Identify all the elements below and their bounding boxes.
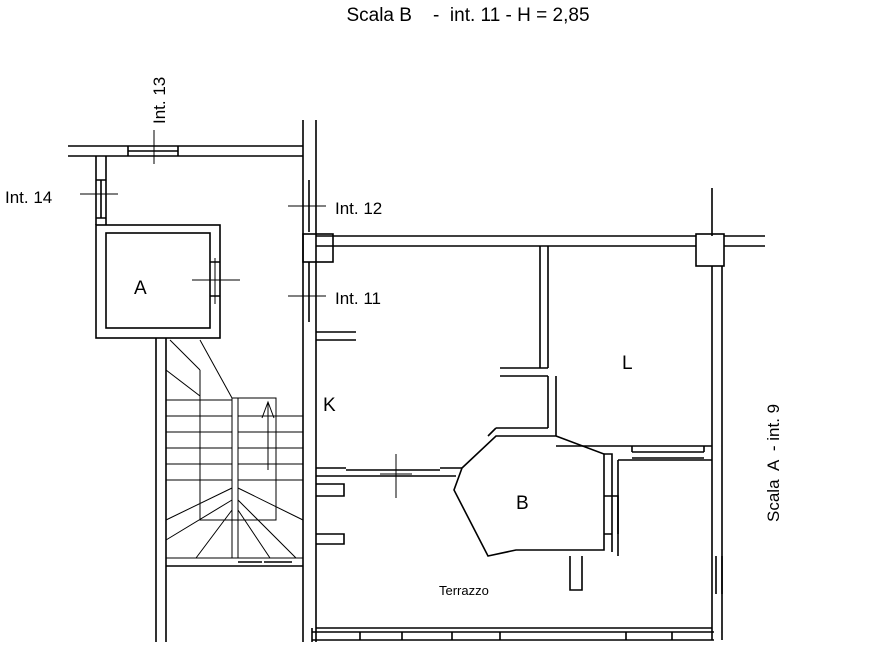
walls-left-block [68,120,317,642]
label-scala-a: Scala A - int. 9 [764,404,783,522]
label-int13: Int. 13 [150,77,169,124]
bathroom-b [453,427,712,591]
room-label-l: L [622,353,633,374]
room-label-terrazzo: Terrazzo [439,583,489,598]
room-label-b: B [516,493,529,514]
label-int11: Int. 11 [335,289,381,308]
label-int14: Int. 14 [5,188,52,207]
plan-title: Scala B - int. 11 - H = 2,85 [346,5,589,26]
int14-marker: Int. 14 [5,188,118,207]
elevator-shaft-a [95,224,240,339]
room-label-a: A [134,278,147,299]
staircase [155,338,304,642]
room-label-k: K [323,395,336,416]
label-int12: Int. 12 [335,199,382,218]
walls-apartment [302,188,765,640]
terrace [311,556,723,642]
int12-marker: Int. 12 [288,199,382,218]
int11-marker: Int. 11 [288,289,381,308]
int13-marker: Int. 13 [150,77,169,164]
